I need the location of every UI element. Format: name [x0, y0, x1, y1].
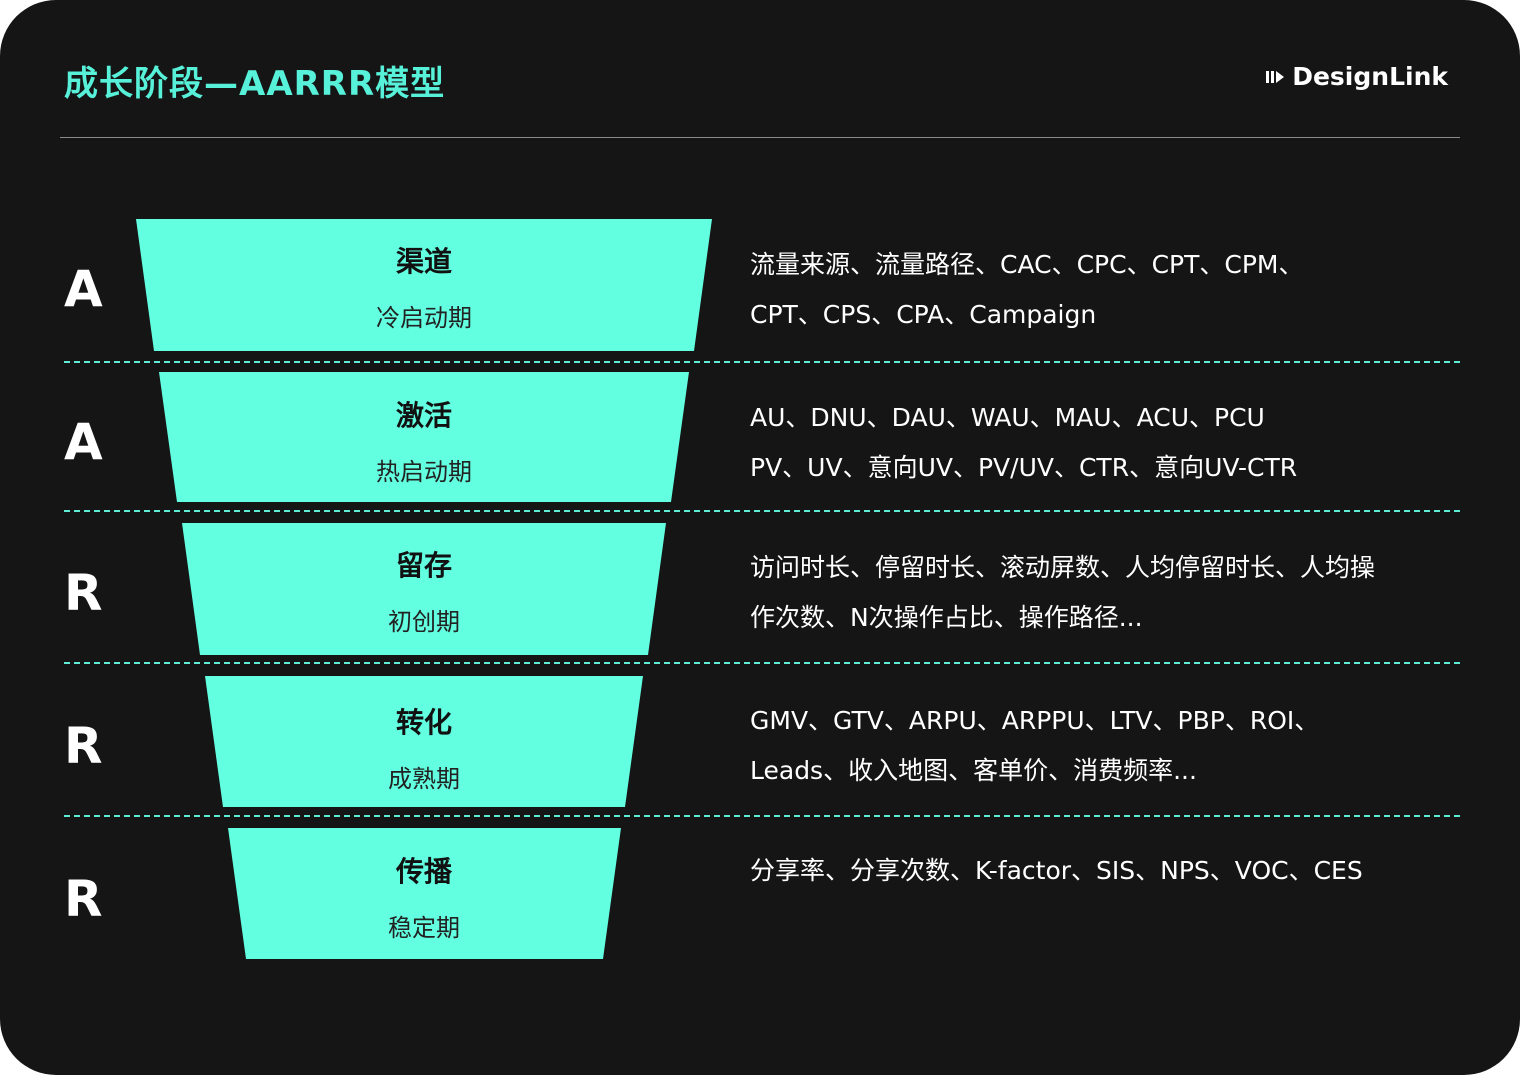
- funnel-segment-revenue: [205, 676, 643, 807]
- funnel-segment-activation: [159, 372, 689, 502]
- stage-period-revenue: 成熟期: [388, 765, 460, 793]
- stage-divider: [64, 361, 1460, 363]
- page-title: 成长阶段—AARRR模型: [64, 64, 446, 104]
- stage-divider: [64, 510, 1460, 512]
- metrics-line: AU、DNU、DAU、WAU、MAU、ACU、PCU: [750, 403, 1265, 432]
- metrics-line: 访问时长、停留时长、滚动屏数、人均停留时长、人均操: [750, 553, 1376, 582]
- stage-metrics-retention: 访问时长、停留时长、滚动屏数、人均停留时长、人均操 作次数、N次操作占比、操作路…: [750, 543, 1450, 643]
- metrics-line: GMV、GTV、ARPU、ARPPU、LTV、PBP、ROI、: [750, 706, 1320, 735]
- stage-letter-activation: A: [64, 413, 103, 471]
- stage-name-retention: 留存: [395, 549, 452, 582]
- stage-letter-acquisition: A: [64, 260, 103, 318]
- stage-name-acquisition: 渠道: [395, 245, 452, 278]
- stage-period-retention: 初创期: [388, 608, 460, 636]
- stage-metrics-acquisition: 流量来源、流量路径、CAC、CPC、CPT、CPM、 CPT、CPS、CPA、C…: [750, 240, 1450, 340]
- funnel-segment-referral: [228, 828, 621, 959]
- stage-period-activation: 热启动期: [376, 458, 472, 486]
- stage-divider: [64, 815, 1460, 817]
- stage-period-acquisition: 冷启动期: [376, 304, 472, 332]
- metrics-line: Leads、收入地图、客单价、消费频率...: [750, 756, 1197, 785]
- stage-metrics-revenue: GMV、GTV、ARPU、ARPPU、LTV、PBP、ROI、 Leads、收入…: [750, 696, 1450, 796]
- stage-metrics-referral: 分享率、分享次数、K-factor、SIS、NPS、VOC、CES: [750, 846, 1450, 896]
- designlink-logo-icon: [1266, 70, 1285, 83]
- metrics-line: PV、UV、意向UV、PV/UV、CTR、意向UV-CTR: [750, 453, 1298, 482]
- stage-name-activation: 激活: [395, 399, 452, 432]
- metrics-line: CPT、CPS、CPA、Campaign: [750, 300, 1097, 329]
- stage-metrics-activation: AU、DNU、DAU、WAU、MAU、ACU、PCU PV、UV、意向UV、PV…: [750, 393, 1450, 493]
- brand-logo: DesignLink: [1266, 62, 1448, 91]
- stage-letter-revenue: R: [64, 717, 103, 775]
- stage-letter-referral: R: [64, 870, 103, 928]
- stage-letter-retention: R: [64, 564, 103, 622]
- funnel-segment-acquisition: [136, 219, 712, 351]
- funnel-segment-retention: [182, 523, 666, 655]
- stage-divider: [64, 662, 1460, 664]
- stage-period-referral: 稳定期: [388, 914, 460, 942]
- metrics-line: 分享率、分享次数、K-factor、SIS、NPS、VOC、CES: [750, 856, 1363, 885]
- metrics-line: 流量来源、流量路径、CAC、CPC、CPT、CPM、: [750, 250, 1304, 279]
- stage-name-revenue: 转化: [395, 706, 452, 739]
- metrics-line: 作次数、N次操作占比、操作路径...: [750, 603, 1143, 632]
- stage-name-referral: 传播: [395, 855, 452, 888]
- brand-name: DesignLink: [1292, 62, 1448, 91]
- header-divider: [60, 137, 1460, 138]
